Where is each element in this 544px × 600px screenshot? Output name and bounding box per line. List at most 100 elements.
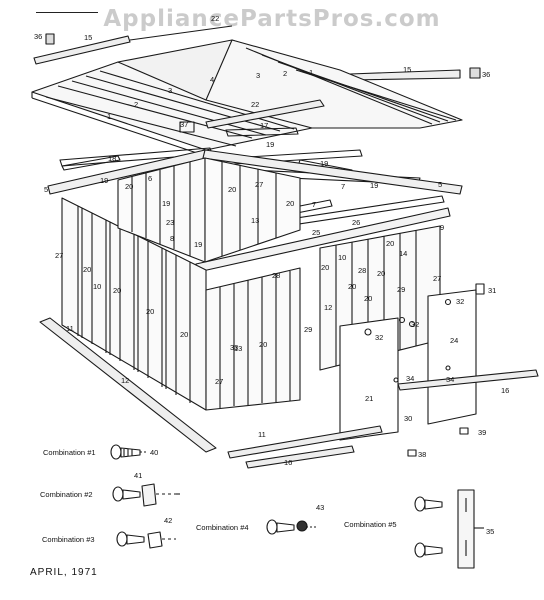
part-label: 22	[211, 14, 219, 23]
part-label: 20	[321, 263, 329, 272]
part-label: 20	[180, 330, 188, 339]
part-label: 9	[440, 223, 444, 232]
combination-3-label: Combination #3	[42, 535, 95, 544]
combination-2-hardware	[112, 483, 176, 507]
part-label: 43	[316, 503, 324, 512]
part-label: 13	[234, 344, 242, 353]
part-label: 19	[100, 176, 108, 185]
floor-rail-16b	[397, 369, 539, 391]
part-label: 7	[312, 200, 316, 209]
combination-5-hardware	[414, 489, 484, 569]
part-label: 14	[399, 249, 407, 258]
part-label: 20	[146, 307, 154, 316]
part-label: 36	[34, 32, 42, 41]
part-label: 15	[403, 65, 411, 74]
combination-1-label: Combination #1	[43, 448, 96, 457]
part-label: 18	[108, 154, 116, 163]
part-label: 17	[260, 121, 268, 130]
part-label: 8	[170, 234, 174, 243]
front-wall	[205, 267, 301, 411]
combination-1-hardware	[110, 444, 148, 460]
part-label: 20	[348, 282, 356, 291]
part-label: 34	[406, 374, 414, 383]
door-right	[427, 289, 477, 425]
part-label: 19	[194, 240, 202, 249]
combination-3-hardware	[116, 531, 176, 549]
part-label: 19	[162, 199, 170, 208]
part-label: 28	[358, 266, 366, 275]
part-label: 36	[482, 70, 490, 79]
combination-4-label: Combination #4	[196, 523, 249, 532]
part-label: 41	[134, 471, 142, 480]
part-label: 2	[134, 100, 138, 109]
part-label: 4	[210, 75, 214, 84]
part-label: 27	[255, 180, 263, 189]
part-label: 20	[259, 340, 267, 349]
part-label: 7	[341, 182, 345, 191]
part-label: 19	[320, 159, 328, 168]
part-label: 28	[272, 271, 280, 280]
part-label: 20	[228, 185, 236, 194]
part-label: 3	[168, 86, 172, 95]
part-label: 21	[365, 394, 373, 403]
part-label: 19	[370, 181, 378, 190]
part-label: 27	[433, 274, 441, 283]
part-label: 20	[125, 182, 133, 191]
part-label: 11	[258, 430, 266, 439]
part-label: 20	[386, 239, 394, 248]
part-label: 34	[446, 375, 454, 384]
part-label: 27	[215, 377, 223, 386]
part-label: 6	[148, 174, 152, 183]
part-label: 3	[256, 71, 260, 80]
part-label: 20	[377, 269, 385, 278]
combination-4-hardware	[266, 519, 316, 535]
part-label: 20	[286, 199, 294, 208]
part-label: 15	[84, 33, 92, 42]
part-label: 1	[107, 112, 111, 121]
part-label: 33	[230, 343, 238, 352]
part-label: 25	[312, 228, 320, 237]
part-label: 20	[83, 265, 91, 274]
part-label: 32	[456, 297, 464, 306]
part-label: 37	[180, 120, 188, 129]
floor-rail-11	[227, 425, 383, 459]
part-label: 32	[375, 333, 383, 342]
part-label: 35	[486, 527, 494, 536]
part-label: 12	[121, 376, 129, 385]
part-label: 22	[251, 100, 259, 109]
part-label: 12	[324, 303, 332, 312]
part-label: 16	[284, 458, 292, 467]
part-label: 20	[364, 294, 372, 303]
floor-rail-12	[39, 317, 217, 453]
part-label: 24	[450, 336, 458, 345]
part-label: 31	[488, 286, 496, 295]
part-label: 11	[66, 324, 74, 333]
part-label: 40	[150, 448, 158, 457]
part-label: 1	[309, 68, 313, 77]
combination-5-label: Combination #5	[344, 520, 397, 529]
part-label: 2	[283, 69, 287, 78]
combination-2-label: Combination #2	[40, 490, 93, 499]
part-label: 23	[166, 218, 174, 227]
part-label: 26	[352, 218, 360, 227]
part-label: 38	[418, 450, 426, 459]
back-wall	[117, 157, 301, 263]
part-label: 16	[501, 386, 509, 395]
part-label: 29	[397, 285, 405, 294]
header-rule	[36, 12, 98, 13]
gable-strip-left	[33, 35, 131, 65]
floor-rail-16a	[245, 445, 355, 469]
part-label: 30	[404, 414, 412, 423]
part-label: 10	[338, 253, 346, 262]
part-label: 32	[411, 320, 419, 329]
part-label: 39	[478, 428, 486, 437]
door-left	[339, 317, 399, 441]
part-label: 19	[266, 140, 274, 149]
part-label: 42	[164, 516, 172, 525]
part-label: 10	[93, 282, 101, 291]
top-rail-right	[202, 149, 463, 195]
part-label: 13	[251, 216, 259, 225]
part-label: 5	[44, 185, 48, 194]
part-label: 29	[304, 325, 312, 334]
